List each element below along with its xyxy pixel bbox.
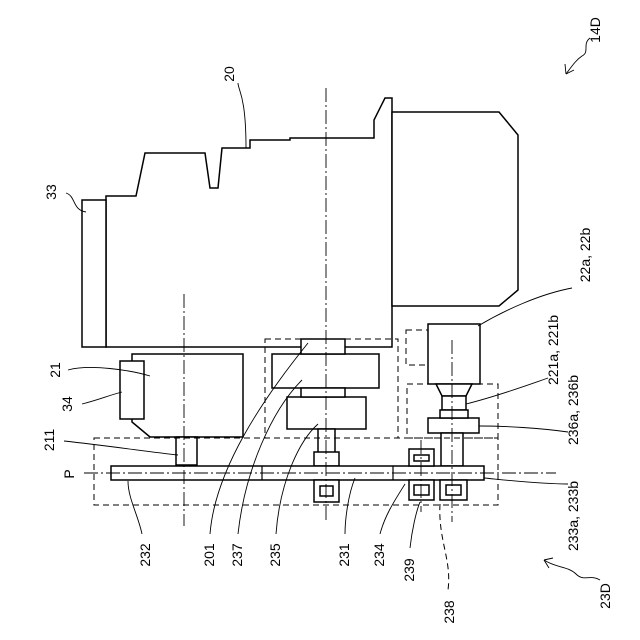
leader-236 xyxy=(479,426,568,432)
label-236: 236a, 236b xyxy=(565,375,581,445)
component-21 xyxy=(132,354,243,437)
dashed-box-22 xyxy=(406,330,428,365)
label-211: 211 xyxy=(41,429,57,452)
label-23D: 23D xyxy=(597,583,613,609)
label-34: 34 xyxy=(59,396,75,412)
label-238: 238 xyxy=(441,600,457,624)
label-237: 237 xyxy=(229,543,245,567)
leader-20 xyxy=(238,83,246,148)
motor-22-taper xyxy=(436,384,472,396)
leader-232 xyxy=(128,481,142,534)
block-236 xyxy=(428,418,479,433)
shaft-235-nut xyxy=(314,452,339,466)
belt-bar-232 xyxy=(111,466,484,480)
nut-233-inner xyxy=(446,485,461,495)
label-231: 231 xyxy=(336,543,352,567)
leader-234 xyxy=(380,484,405,534)
engine-body-20 xyxy=(106,98,392,347)
component-34 xyxy=(120,361,144,419)
arrow-23D-head xyxy=(544,558,553,568)
block-236-neck xyxy=(440,410,468,418)
label-14D: 14D xyxy=(587,17,603,43)
label-232: 232 xyxy=(137,543,153,567)
leader-233 xyxy=(484,478,568,484)
leader-238 xyxy=(440,504,449,590)
label-21: 21 xyxy=(47,362,63,378)
drum-235 xyxy=(287,397,366,429)
label-P: P xyxy=(61,469,77,478)
shaft-221 xyxy=(442,396,466,410)
label-201: 201 xyxy=(201,543,217,567)
arrow-23D xyxy=(544,560,600,580)
cover-33 xyxy=(82,200,106,347)
drum-235-link xyxy=(301,388,345,397)
label-22: 22a, 22b xyxy=(577,228,593,283)
label-239: 239 xyxy=(401,558,417,582)
nut-239-top-inner xyxy=(414,455,429,461)
nut-231-inner xyxy=(320,486,333,496)
label-235: 235 xyxy=(267,543,283,567)
label-20: 20 xyxy=(221,66,237,82)
drum-237-hub xyxy=(301,339,345,354)
shaft-211 xyxy=(176,437,197,465)
leader-34 xyxy=(82,392,122,404)
leader-231 xyxy=(345,478,355,534)
drum-237 xyxy=(272,354,379,388)
motor-22 xyxy=(428,324,480,384)
label-233: 233a, 233b xyxy=(565,481,581,551)
label-33: 33 xyxy=(43,184,59,200)
label-221: 221a, 221b xyxy=(545,315,561,385)
leader-211 xyxy=(64,441,178,455)
label-234: 234 xyxy=(371,543,387,567)
engine-side-section xyxy=(392,112,518,306)
nut-239-inner xyxy=(414,485,429,495)
leader-239 xyxy=(410,502,420,548)
